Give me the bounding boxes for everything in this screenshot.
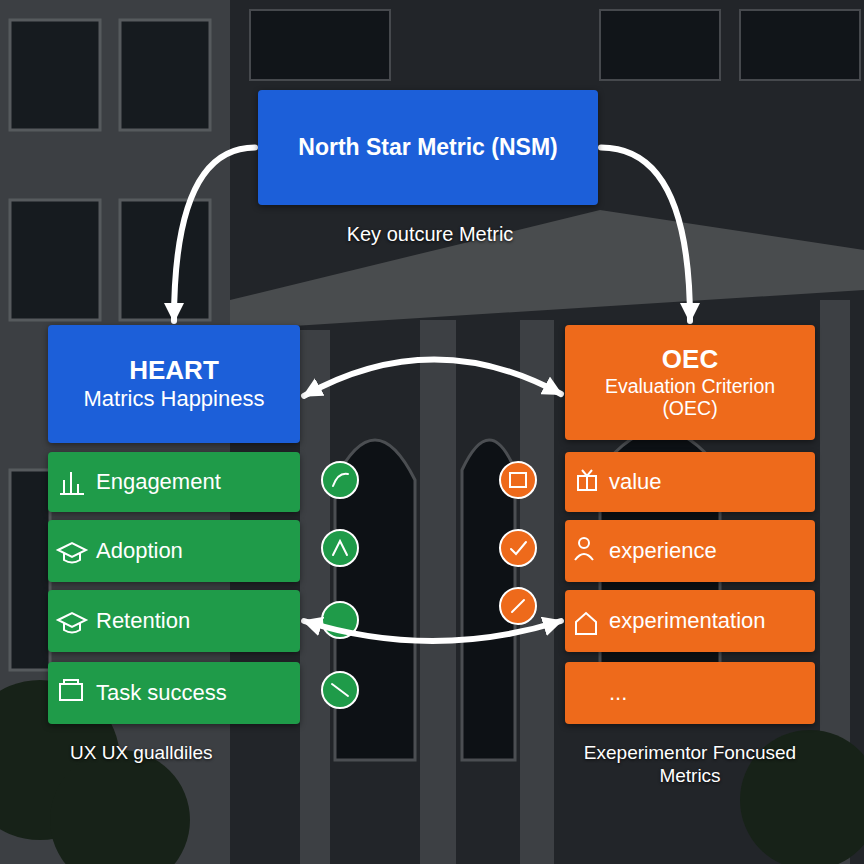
- box-title: Engagement: [96, 469, 221, 494]
- green-icons: [58, 472, 86, 700]
- box-title: experimentation: [609, 608, 766, 633]
- oec-metric-box: ...: [565, 662, 815, 724]
- heart-metric-box: Retention: [48, 590, 300, 652]
- box-title: HEART: [129, 356, 219, 386]
- curved-arrow: [174, 148, 255, 322]
- box-title: North Star Metric (NSM): [298, 134, 557, 160]
- framework-box: HEARTMatrics Happiness: [48, 325, 300, 443]
- column-caption: Exeperimentor Foncused Metrics: [570, 742, 810, 788]
- box-title: Adoption: [96, 538, 183, 563]
- column-caption: UX UX gualldiles: [70, 742, 220, 765]
- oec-metric-box: value: [565, 452, 815, 512]
- status-circles: [322, 462, 536, 708]
- circle-icons: [332, 473, 526, 696]
- double-arrow: [304, 359, 561, 395]
- box-title: Task success: [96, 680, 227, 705]
- heart-metric-box: Task success: [48, 662, 300, 724]
- box-title: value: [609, 469, 662, 494]
- box-title: Retention: [96, 608, 190, 633]
- box-subtitle: Evaluation Criterion (OEC): [585, 375, 795, 420]
- heart-metric-box: Adoption: [48, 520, 300, 582]
- oec-metric-box: experience: [565, 520, 815, 582]
- double-arrow: [304, 621, 561, 641]
- box-title: OEC: [662, 345, 718, 375]
- box-title: ...: [609, 680, 627, 705]
- oec-metric-box: experimentation: [565, 590, 815, 652]
- curved-arrow: [601, 148, 690, 322]
- north-star-box: North Star Metric (NSM): [258, 90, 598, 205]
- box-subtitle: Matrics Happiness: [84, 386, 265, 411]
- orange-icons: [575, 470, 596, 634]
- box-title: experience: [609, 538, 717, 563]
- heart-metric-box: Engagement: [48, 452, 300, 512]
- outcome-caption: Key outcure Metric: [258, 222, 602, 246]
- framework-box: OECEvaluation Criterion (OEC): [565, 325, 815, 440]
